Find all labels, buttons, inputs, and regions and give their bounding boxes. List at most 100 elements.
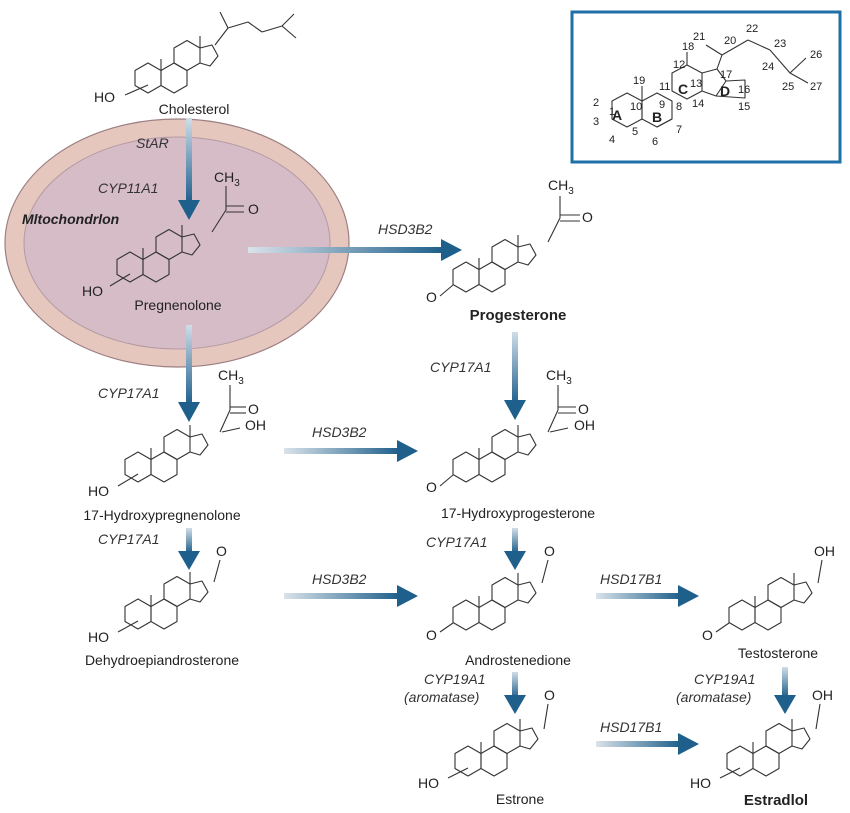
enzyme-hsd3b2-mid: HSD3B2 (312, 424, 367, 440)
progesterone-structure: CH3 O O Progesterone (426, 177, 593, 324)
hydroxyprogesterone-ch3: CH3 (546, 367, 572, 387)
carbon-23: 23 (774, 38, 786, 50)
carbon-17: 17 (720, 69, 732, 81)
dhea-ho: HO (88, 629, 109, 645)
arrow-pregnenolone-to-progesterone (248, 239, 462, 261)
carbon-13: 13 (690, 78, 702, 90)
carbon-7: 7 (676, 124, 682, 136)
arrow-androstenedione-to-testosterone (596, 585, 699, 607)
carbon-3: 3 (593, 116, 599, 128)
mitochondrion: Mltochondrlon (4, 118, 350, 368)
estradiol-label: Estradlol (744, 792, 808, 809)
carbon-27: 27 (810, 81, 822, 93)
arrow-dhea-to-androstenedione (284, 585, 418, 607)
estrone-label: Estrone (496, 791, 544, 807)
inset-ring-c: C (678, 81, 688, 97)
carbon-2: 2 (593, 97, 599, 109)
estradiol-oh: OH (812, 687, 833, 703)
cholesterol-structure: HO Cholesterol (94, 11, 297, 117)
hydroxypregnenolone-ho: HO (88, 483, 109, 499)
cholesterol-label: Cholesterol (159, 101, 230, 117)
hydroxyprogesterone-label: 17-Hydroxyprogesterone (441, 505, 595, 521)
testosterone-o: O (702, 627, 713, 643)
enzyme-cyp17a1-left-2: CYP17A1 (98, 531, 159, 547)
estrone-structure: O HO Estrone (418, 687, 555, 807)
inset-ring-a: A (612, 107, 622, 123)
carbon-12: 12 (673, 59, 685, 71)
carbon-18: 18 (682, 41, 694, 53)
dhea-structure: O HO Dehydroepiandrosterone (85, 543, 239, 668)
inset-ring-b: B (652, 109, 662, 125)
carbon-5: 5 (632, 126, 638, 138)
enzyme-aromatase-left: (aromatase) (404, 689, 479, 705)
hydroxyprogesterone-oh: OH (574, 417, 595, 433)
enzyme-cyp17a1-right-2: CYP17A1 (426, 534, 487, 550)
enzyme-hsd17b1-top: HSD17B1 (600, 571, 662, 587)
pregnenolone-label: Pregnenolone (134, 297, 221, 313)
hydroxyprogesterone-o-side: O (578, 401, 589, 417)
hydroxyprogesterone-o-ring: O (426, 479, 437, 495)
dhea-label: Dehydroepiandrosterone (85, 652, 239, 668)
carbon-9: 9 (659, 99, 665, 111)
progesterone-o-side: O (582, 209, 593, 225)
hydroxypregnenolone-label: 17-Hydroxypregnenolone (83, 507, 240, 523)
carbon-10: 10 (630, 101, 642, 113)
enzyme-star: StAR (136, 135, 169, 151)
carbon-26: 26 (810, 49, 822, 61)
estradiol-ho: HO (690, 775, 711, 791)
progesterone-label: Progesterone (470, 307, 567, 324)
enzyme-hsd3b2-bottom: HSD3B2 (312, 571, 367, 587)
enzyme-hsd3b2-top: HSD3B2 (378, 221, 433, 237)
androstenedione-structure: O O Androstenedione (426, 543, 571, 668)
enzyme-cyp19a1-right: CYP19A1 (694, 671, 755, 687)
androstenedione-o-3: O (426, 627, 437, 643)
carbon-21: 21 (693, 31, 705, 43)
androstenedione-o-17: O (544, 543, 555, 559)
carbon-24: 24 (762, 61, 774, 73)
arrow-hydroxyprogesterone-to-androstenedione (504, 528, 526, 570)
enzyme-cyp17a1-right-1: CYP17A1 (430, 359, 491, 375)
androstenedione-label: Androstenedione (465, 652, 571, 668)
carbon-1: 1 (609, 106, 615, 118)
carbon-22: 22 (746, 23, 758, 35)
carbon-19: 19 (633, 75, 645, 87)
enzyme-aromatase-right: (aromatase) (676, 689, 751, 705)
testosterone-structure: OH O Testosterone (702, 543, 835, 661)
arrow-hydroxypregnenolone-to-dhea (178, 528, 200, 570)
testosterone-label: Testosterone (738, 645, 818, 661)
progesterone-o-ring: O (426, 289, 437, 305)
enzyme-hsd17b1-bottom: HSD17B1 (600, 719, 662, 735)
arrow-progesterone-to-hydroxyprogesterone (504, 332, 526, 420)
pregnenolone-ho: HO (82, 283, 103, 299)
arrow-androstenedione-to-estrone (504, 672, 526, 714)
enzyme-cyp19a1-left: CYP19A1 (424, 671, 485, 687)
arrow-cholesterol-to-pregnenolone (178, 118, 200, 220)
enzyme-cyp11a1: CYP11A1 (98, 180, 158, 196)
pregnenolone-ch3: CH3 (214, 169, 240, 189)
hydroxypregnenolone-oh: OH (245, 417, 266, 433)
carbon-14: 14 (692, 98, 704, 110)
carbon-20: 20 (724, 35, 736, 47)
carbon-15: 15 (738, 101, 750, 113)
estrone-o: O (544, 687, 555, 703)
estradiol-structure: OH HO Estradlol (690, 687, 833, 809)
carbon-25: 25 (782, 81, 794, 93)
enzyme-cyp17a1-left-1: CYP17A1 (98, 385, 159, 401)
progesterone-ch3: CH3 (548, 177, 574, 197)
arrow-estrone-to-estradiol (596, 733, 699, 755)
hydroxyprogesterone-structure: CH3 O OH O 17-Hydroxyprogesterone (426, 367, 595, 521)
dhea-o: O (216, 543, 227, 559)
testosterone-oh: OH (814, 543, 835, 559)
arrow-pregnenolone-to-hydroxypregnenolone (178, 325, 200, 422)
estrone-ho: HO (418, 775, 439, 791)
hydroxypregnenolone-ch3: CH3 (218, 367, 244, 387)
numbering-inset: A B C D 1 2 3 4 5 6 7 8 9 10 11 12 13 14… (570, 10, 842, 164)
carbon-11: 11 (659, 81, 670, 93)
carbon-16: 16 (738, 84, 750, 96)
mitochondrion-label: Mltochondrlon (22, 211, 119, 227)
arrow-hydroxypregnenolone-to-hydroxyprogesterone (284, 440, 418, 462)
inset-ring-d: D (720, 83, 730, 99)
pregnenolone-structure: CH3 O HO Pregnenolone (82, 169, 259, 313)
pregnenolone-o: O (248, 201, 259, 217)
